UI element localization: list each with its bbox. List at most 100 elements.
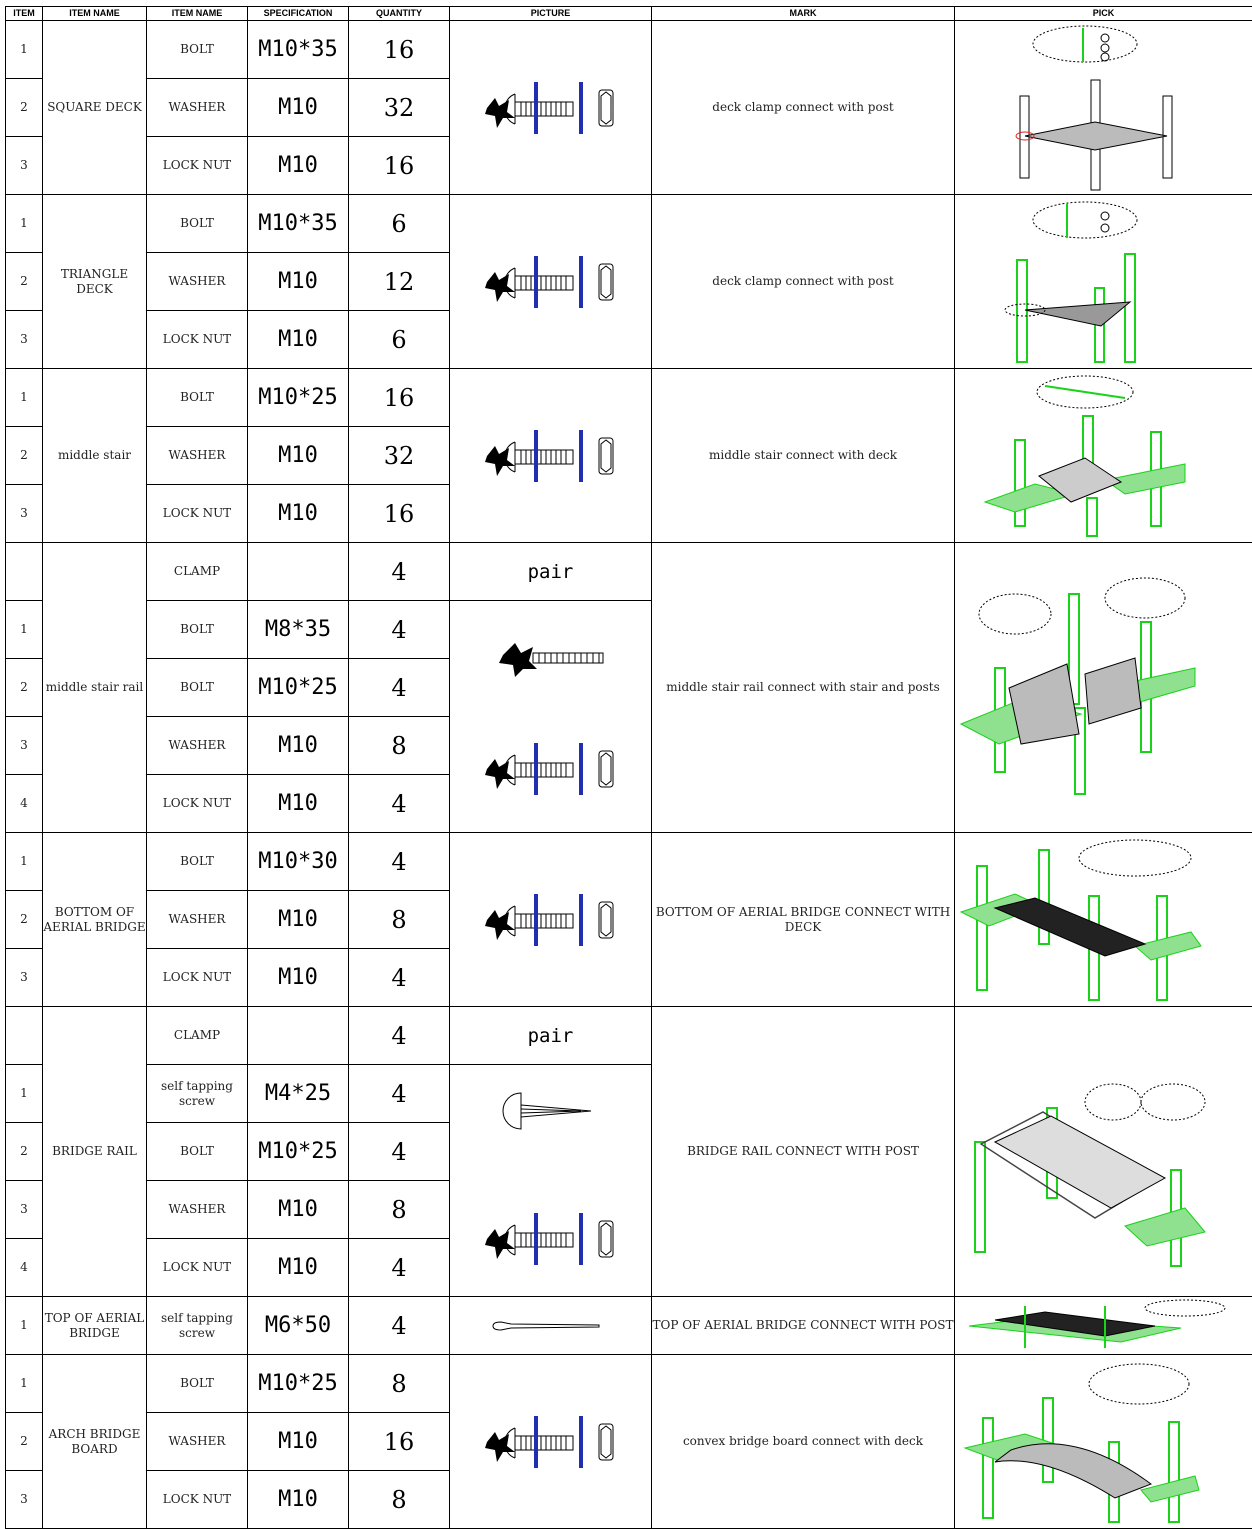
specification: M8*35 xyxy=(248,601,349,659)
item-name: ARCH BRIDGE BOARD xyxy=(43,1355,147,1529)
item-number: 4 xyxy=(6,775,43,833)
part-name: WASHER xyxy=(147,1413,248,1471)
table-row: 1 TOP OF AERIAL BRIDGE self tapping scre… xyxy=(6,1297,1252,1355)
quantity: 4 xyxy=(349,1297,450,1355)
part-name: BOLT xyxy=(147,833,248,891)
header-row: ITEM ITEM NAME ITEM NAME SPECIFICATION Q… xyxy=(6,7,1252,21)
item-name: middle stair rail xyxy=(43,543,147,833)
picture-cell xyxy=(450,833,652,1007)
header-quantity: QUANTITY xyxy=(349,7,450,21)
part-name: LOCK NUT xyxy=(147,311,248,369)
table-row: 1 BOTTOM OF AERIAL BRIDGE BOLT M10*30 4 … xyxy=(6,833,1252,891)
item-number: 3 xyxy=(6,1471,43,1529)
part-name: LOCK NUT xyxy=(147,1471,248,1529)
part-name: WASHER xyxy=(147,1181,248,1239)
item-number: 2 xyxy=(6,891,43,949)
header-item: ITEM xyxy=(6,7,43,21)
bolt-washer-nut-set-icon xyxy=(481,1410,621,1474)
bolt-washer-nut-set-icon xyxy=(481,424,621,488)
part-name: BOLT xyxy=(147,659,248,717)
quantity: 12 xyxy=(349,253,450,311)
part-name: self tapping screw xyxy=(147,1297,248,1355)
item-number: 1 xyxy=(6,1297,43,1355)
table-row: 1 ARCH BRIDGE BOARD BOLT M10*25 8 convex… xyxy=(6,1355,1252,1413)
bolt-washer-nut-set-icon xyxy=(481,888,621,952)
item-number: 4 xyxy=(6,1239,43,1297)
part-name: LOCK NUT xyxy=(147,485,248,543)
pick-cell xyxy=(955,543,1252,833)
item-number: 3 xyxy=(6,137,43,195)
table-row: 1 middle stair BOLT M10*25 16 middle sta… xyxy=(6,369,1252,427)
triangle-deck-diagram-icon xyxy=(955,198,1252,366)
part-name: WASHER xyxy=(147,717,248,775)
item-number: 2 xyxy=(6,1413,43,1471)
item-number: 1 xyxy=(6,833,43,891)
specification: M10 xyxy=(248,1471,349,1529)
quantity: 6 xyxy=(349,311,450,369)
mark-text: BRIDGE RAIL CONNECT WITH POST xyxy=(652,1007,955,1297)
part-name: BOLT xyxy=(147,195,248,253)
specification: M10 xyxy=(248,427,349,485)
quantity: 8 xyxy=(349,891,450,949)
quantity: 16 xyxy=(349,485,450,543)
picture-cell xyxy=(450,369,652,543)
part-name: WASHER xyxy=(147,427,248,485)
part-name: BOLT xyxy=(147,21,248,79)
item-number: 3 xyxy=(6,949,43,1007)
part-name: self tapping screw xyxy=(147,1065,248,1123)
picture-cell xyxy=(450,1355,652,1529)
bolt-washer-nut-set-icon xyxy=(481,76,621,140)
specification: M10*25 xyxy=(248,1355,349,1413)
picture-cell xyxy=(450,195,652,369)
specification: M10 xyxy=(248,1181,349,1239)
part-name: LOCK NUT xyxy=(147,137,248,195)
item-number: 1 xyxy=(6,21,43,79)
item-number: 2 xyxy=(6,1123,43,1181)
aerial-bridge-top-diagram-icon xyxy=(955,1298,1252,1354)
header-specification: SPECIFICATION xyxy=(248,7,349,21)
quantity: 4 xyxy=(349,659,450,717)
quantity: 4 xyxy=(349,543,450,601)
specification: M10 xyxy=(248,1413,349,1471)
mark-text: convex bridge board connect with deck xyxy=(652,1355,955,1529)
specification: M10 xyxy=(248,311,349,369)
part-name: WASHER xyxy=(147,891,248,949)
middle-stair-rail-diagram-icon xyxy=(955,548,1252,828)
pick-cell xyxy=(955,1007,1252,1297)
quantity: 8 xyxy=(349,1471,450,1529)
specification: M10*25 xyxy=(248,659,349,717)
bolt-washer-nut-set-icon xyxy=(481,250,621,314)
bridge-rail-diagram-icon xyxy=(955,1012,1252,1292)
part-name: BOLT xyxy=(147,1355,248,1413)
quantity: 32 xyxy=(349,79,450,137)
specification: M6*50 xyxy=(248,1297,349,1355)
item-name: TRIANGLE DECK xyxy=(43,195,147,369)
specification: M10*30 xyxy=(248,833,349,891)
item-number xyxy=(6,1007,43,1065)
part-name: CLAMP xyxy=(147,1007,248,1065)
part-name: BOLT xyxy=(147,601,248,659)
quantity: 4 xyxy=(349,1007,450,1065)
quantity: 8 xyxy=(349,1355,450,1413)
picture-cell xyxy=(450,601,652,833)
aerial-bridge-bottom-diagram-icon xyxy=(955,836,1252,1004)
mark-text: deck clamp connect with post xyxy=(652,195,955,369)
pick-cell xyxy=(955,21,1252,195)
quantity: 4 xyxy=(349,833,450,891)
pick-cell xyxy=(955,369,1252,543)
part-name: LOCK NUT xyxy=(147,1239,248,1297)
pair-label: pair xyxy=(450,1007,652,1065)
part-name: LOCK NUT xyxy=(147,775,248,833)
table-row: 1 SQUARE DECK BOLT M10*35 16 deck clamp … xyxy=(6,21,1252,79)
item-number: 3 xyxy=(6,311,43,369)
specification xyxy=(248,543,349,601)
picture-cell xyxy=(450,1297,652,1355)
specification: M10 xyxy=(248,775,349,833)
header-item-name: ITEM NAME xyxy=(43,7,147,21)
specification: M10*25 xyxy=(248,369,349,427)
item-number: 2 xyxy=(6,253,43,311)
part-name: LOCK NUT xyxy=(147,949,248,1007)
quantity: 4 xyxy=(349,1123,450,1181)
pick-cell xyxy=(955,833,1252,1007)
mark-text: BOTTOM OF AERIAL BRIDGE CONNECT WITH DEC… xyxy=(652,833,955,1007)
